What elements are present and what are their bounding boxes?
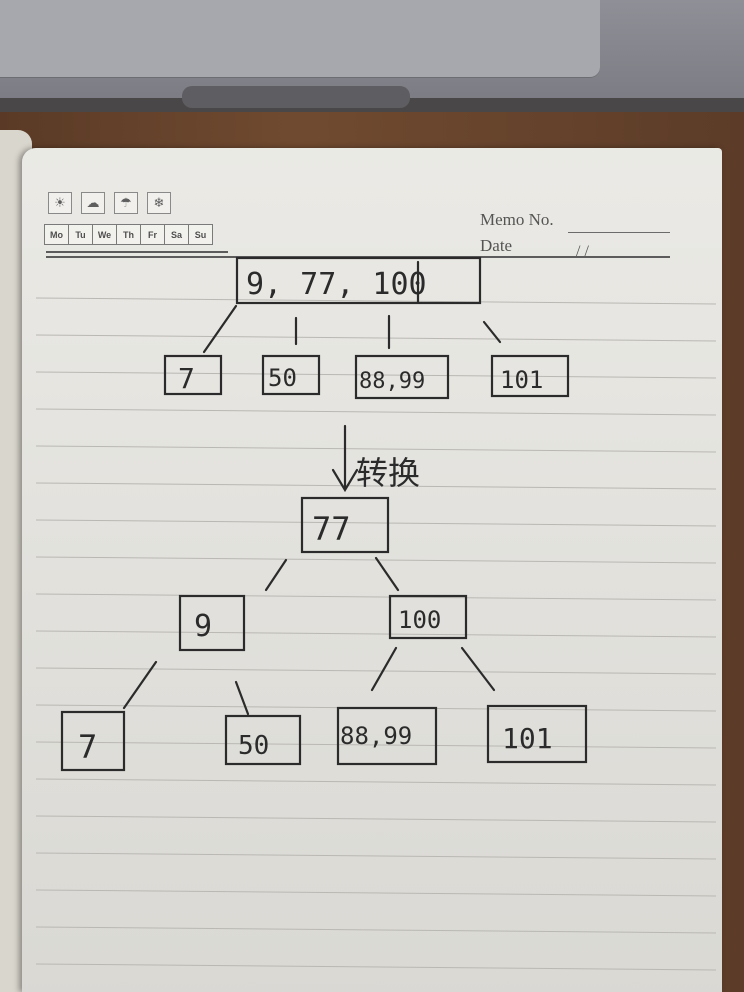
weekday-we: We — [93, 225, 117, 244]
ruled-line — [35, 445, 717, 453]
child-node-50-before — [261, 354, 321, 396]
edge-100-88-99 — [370, 646, 398, 692]
root-key-after: 77 — [312, 510, 351, 548]
edge-77-100 — [374, 556, 400, 592]
ruled-line — [35, 556, 717, 564]
laptop-hinge — [182, 86, 410, 108]
edge-root-child4 — [482, 320, 502, 344]
child-label-101-before: 101 — [500, 366, 543, 394]
leaf-node-88-99-after — [336, 706, 438, 766]
ruled-line — [35, 852, 717, 860]
ruled-line — [35, 408, 717, 416]
header-rule-left — [46, 251, 228, 253]
edge-9-50 — [234, 680, 250, 716]
node-9-after — [178, 594, 246, 652]
ruled-line — [35, 371, 717, 379]
ruled-line — [35, 667, 717, 675]
transform-label: 转换 — [356, 454, 420, 492]
ruled-line — [35, 297, 717, 305]
child-node-101-before — [490, 354, 570, 398]
cloud-icon: ☁ — [81, 192, 105, 214]
ruled-line — [35, 778, 717, 786]
node-label-9-after: 9 — [194, 609, 212, 644]
date-slashes: / / — [576, 243, 589, 260]
ruled-line — [35, 741, 717, 749]
leaf-node-7-after — [60, 710, 126, 772]
leaf-node-101-after — [486, 704, 588, 764]
child-label-50-before: 50 — [268, 364, 297, 392]
ruled-line — [35, 519, 717, 527]
ruled-line — [35, 630, 717, 638]
weekday-tu: Tu — [69, 225, 93, 244]
weekday-fr: Fr — [141, 225, 165, 244]
ruled-line — [35, 963, 717, 971]
ruled-line — [35, 815, 717, 823]
weekday-sa: Sa — [165, 225, 189, 244]
edge-9-7 — [122, 660, 158, 710]
edge-77-9 — [264, 558, 288, 592]
date-label: Date — [480, 236, 513, 255]
sun-icon: ☀ — [48, 192, 72, 214]
memo-label: Memo No. — [480, 210, 554, 229]
ruled-line — [35, 926, 717, 934]
edge-100-101 — [460, 646, 496, 692]
ruled-line — [35, 334, 717, 342]
leaf-label-88-99-after: 88,99 — [340, 722, 412, 750]
node-100-after — [388, 594, 468, 640]
leaf-label-101-after: 101 — [502, 722, 553, 755]
transform-arrow-head — [331, 468, 359, 493]
child-node-88-99-before — [354, 354, 450, 400]
rain-icon: ☂ — [114, 192, 138, 214]
weather-icons: ☀ ☁ ☂ ❄ — [48, 192, 171, 214]
edge-root-child1 — [202, 304, 238, 354]
leaf-node-50-after — [224, 714, 302, 766]
laptop-screen-edge — [0, 0, 600, 78]
leaf-label-7-after: 7 — [78, 728, 97, 766]
child-node-7-before — [163, 354, 223, 396]
laptop-lid — [0, 0, 744, 110]
weekday-selector: Mo Tu We Th Fr Sa Su — [44, 224, 213, 245]
snow-icon: ❄ — [147, 192, 171, 214]
ruled-line — [35, 593, 717, 601]
root-node-before — [235, 256, 482, 305]
root-node-after — [300, 496, 390, 554]
leaf-label-50-after: 50 — [238, 731, 269, 761]
weekday-mo: Mo — [45, 225, 69, 244]
ruled-lines — [35, 297, 717, 971]
memo-underline — [568, 232, 670, 233]
ruled-line — [35, 482, 717, 490]
ruled-line — [35, 889, 717, 897]
weekday-su: Su — [189, 225, 212, 244]
root-keys-before: 9, 77, 100 — [246, 267, 427, 302]
node-label-100-after: 100 — [398, 606, 441, 634]
weekday-th: Th — [117, 225, 141, 244]
child-label-88-99-before: 88,99 — [359, 369, 425, 394]
child-label-7-before: 7 — [178, 362, 195, 395]
